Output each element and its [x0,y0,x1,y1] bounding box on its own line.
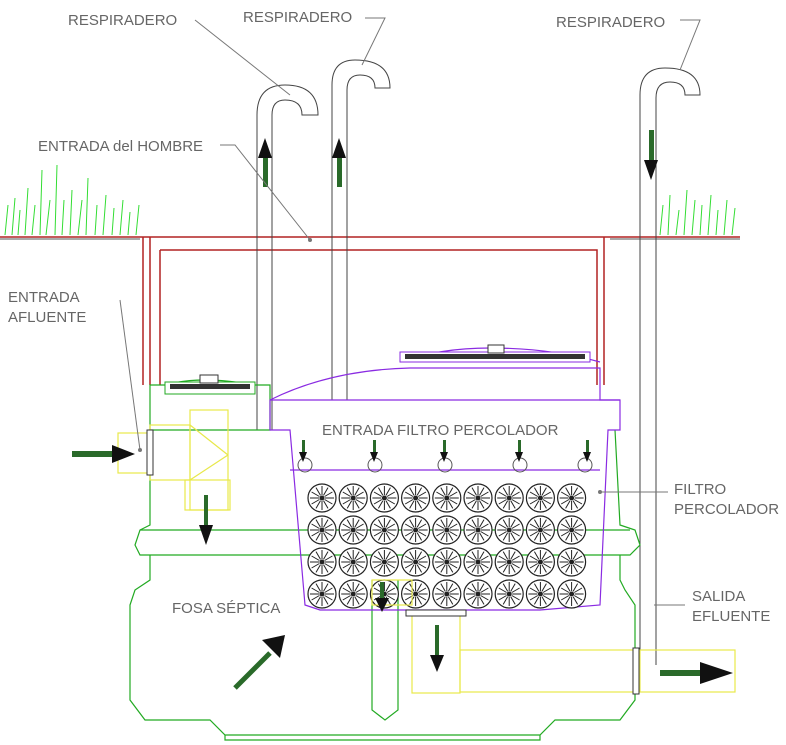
filter-media-element [525,483,556,513]
filter-media-grid [307,483,587,609]
grass-right [659,189,736,236]
filter-media-element [556,547,587,577]
filter-media-element [338,515,368,545]
filter-media-element [463,579,493,609]
filter-media-element [494,547,524,577]
filter-media-element [401,579,431,609]
filter-media-element [432,483,462,513]
filter-media-element [338,483,368,513]
outlet-flange [632,647,640,695]
filter-media-element [338,579,368,609]
filter-media-element [432,579,462,609]
leader-lines [119,17,701,606]
filter-media-element [463,483,493,513]
filter-media-element [401,515,431,545]
filter-media-element [307,483,337,513]
filter-media-element [338,547,368,577]
filter-media-element [401,483,431,513]
label-inlet-line1: ENTRADA [8,289,80,306]
filter-media-element [463,515,493,545]
label-vent-1: RESPIRADERO [68,12,177,29]
filter-media-element [494,483,524,513]
filter-media-element [556,515,587,545]
filter-media-element [525,515,556,545]
filter-media-element [369,483,399,513]
inlet-pipe [117,409,231,511]
filter-media-element [369,515,399,545]
filter-media-element [556,579,587,609]
label-inlet-line2: AFLUENTE [8,309,86,326]
filter-media-element [369,547,399,577]
vent-pipe-3 [639,67,701,665]
vent-pipe-1 [256,84,319,430]
vent-pipe-2 [331,59,391,400]
filter-media-element [401,547,431,577]
filter-media-element [307,547,337,577]
filter-down-arrow [375,582,389,612]
inlet-flange [146,429,154,476]
label-filter-line1: FILTRO [674,481,726,498]
filter-media-element [307,515,337,545]
label-septic-tank: FOSA SÉPTICA [172,600,280,617]
vent-arrow-down-3 [644,130,658,180]
inlet-down-arrow [199,495,213,545]
filter-media-element [494,579,524,609]
septic-flow-arrow [233,635,285,690]
filter-media-element [525,579,556,609]
filter-media-element [307,579,337,609]
filter-media-element [432,547,462,577]
label-manhole: ENTRADA del HOMBRE [38,138,203,155]
label-outlet-line1: SALIDA [692,588,745,605]
filter-media-element [494,515,524,545]
label-filter-line2: PERCOLADOR [674,501,779,518]
filter-distribution-arrows [297,440,593,473]
outlet-arrow [660,662,733,684]
label-vent-3: RESPIRADERO [556,14,665,31]
label-vent-2: RESPIRADERO [243,9,352,26]
outlet-down-arrow [430,625,444,672]
grass-left [4,164,140,236]
filter-media-element [463,547,493,577]
filter-media-element [525,547,556,577]
tank-manhole-lid [164,374,256,395]
filter-media-element [432,515,462,545]
vent-arrow-up-2 [332,138,346,187]
filter-lid [399,344,591,363]
vent-arrow-up-1 [258,138,272,187]
label-outlet-line2: EFLUENTE [692,608,770,625]
filter-media-element [556,483,587,513]
inlet-arrow [72,445,135,463]
label-filter-inlet: ENTRADA FILTRO PERCOLADOR [322,422,559,439]
manhole-riser [142,237,605,385]
